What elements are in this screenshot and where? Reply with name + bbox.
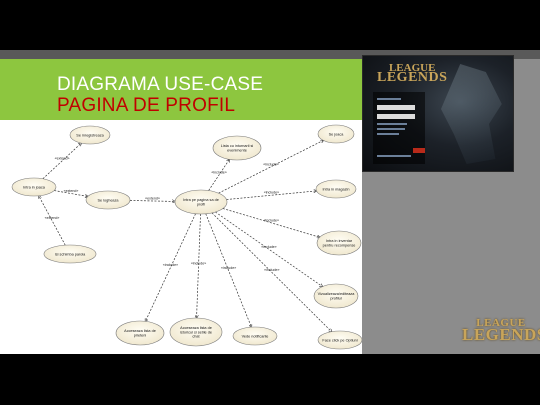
slide-title: DIAGRAMA USE-CASE bbox=[57, 74, 264, 95]
use-case-ellipse bbox=[313, 283, 359, 309]
use-case-ellipse bbox=[232, 326, 278, 346]
dependency-arrow bbox=[129, 200, 175, 201]
title-band bbox=[0, 59, 362, 120]
use-case-intra_joc: Intra in joaca bbox=[11, 177, 57, 197]
use-case-label: prieteni bbox=[134, 334, 147, 338]
use-case-label: chat bbox=[192, 335, 200, 339]
use-case-ellipse bbox=[316, 230, 362, 256]
use-case-ellipse bbox=[212, 135, 262, 161]
league-of-legends-logo: LEAGUE LEGENDS bbox=[462, 317, 540, 344]
stereotype-label: «include» bbox=[263, 162, 278, 166]
use-case-label: Intra in magazin bbox=[322, 187, 349, 191]
use-case-notificari: Vede notificarile bbox=[232, 326, 278, 346]
use-case-diagram: «extend» «extend» «extend» «extend» «include… bbox=[0, 120, 363, 354]
dependency-arrow bbox=[222, 208, 320, 237]
champion-artwork bbox=[441, 64, 502, 164]
use-case-label: pentru recompense bbox=[323, 244, 356, 248]
dependency-arrow bbox=[205, 213, 252, 327]
stereotype-label: «include» bbox=[261, 245, 276, 249]
dependency-arrow bbox=[197, 213, 201, 318]
use-case-ellipse bbox=[69, 125, 111, 145]
use-case-label: Intra in joaca bbox=[23, 185, 46, 189]
stereotype-label: «include» bbox=[191, 262, 206, 266]
use-case-ellipse bbox=[174, 189, 228, 215]
dependency-arrow bbox=[145, 213, 196, 322]
dependency-arrow bbox=[215, 211, 322, 287]
use-case-logheaza: Se logheaza bbox=[85, 190, 131, 210]
use-case-label: Se inregistreaza bbox=[76, 133, 104, 137]
stereotype-label: «extend» bbox=[64, 189, 79, 193]
use-case-label: Se logheaza bbox=[97, 198, 119, 202]
use-case-ellipse bbox=[11, 177, 57, 197]
top-divider bbox=[0, 50, 540, 59]
dependency-arrow bbox=[208, 159, 230, 191]
use-case-ellipse bbox=[317, 124, 355, 144]
use-case-label: Face click pe Optiuni bbox=[322, 338, 357, 342]
login-panel bbox=[373, 92, 425, 164]
use-case-label: Acceseaza lista de bbox=[180, 326, 212, 330]
username-field bbox=[377, 105, 415, 110]
stereotype-label: «extend» bbox=[55, 156, 70, 160]
stereotype-label: «include» bbox=[264, 268, 279, 272]
use-case-ellipse bbox=[315, 179, 357, 199]
use-case-diagram-svg: «extend» «extend» «extend» «extend» «include… bbox=[11, 124, 363, 350]
stereotype-label: «include» bbox=[264, 191, 279, 195]
stereotype-label: «include» bbox=[211, 170, 226, 174]
use-case-ellipse bbox=[85, 190, 131, 210]
use-case-label: Se joaca bbox=[329, 132, 345, 136]
login-button bbox=[413, 148, 425, 153]
dependency-arrow bbox=[42, 143, 81, 180]
use-case-label: Intra pe pagina sa de bbox=[183, 198, 219, 202]
game-logo: LEAGUE LEGENDS bbox=[377, 62, 448, 85]
use-case-optiuni: Face click pe Optiuni bbox=[317, 330, 363, 350]
use-case-label: Isi schimba parola bbox=[55, 252, 86, 256]
use-case-ellipse bbox=[43, 244, 97, 264]
use-case-label: evenimente bbox=[227, 149, 247, 153]
use-case-label: Lista cu inturnarii si bbox=[221, 144, 254, 148]
dependency-arrow bbox=[226, 191, 316, 200]
slide-subtitle: PAGINA DE PROFIL bbox=[57, 95, 236, 116]
game-login-screenshot: LEAGUE LEGENDS bbox=[362, 55, 514, 172]
dependency-arrow bbox=[39, 196, 66, 246]
stereotype-label: «extend» bbox=[145, 196, 160, 200]
password-field bbox=[377, 114, 415, 119]
stereotype-label: «include» bbox=[221, 266, 236, 270]
use-case-vizualizare: Se inregistreaza bbox=[69, 125, 111, 145]
dependency-arrow bbox=[211, 212, 332, 332]
use-case-label: Vede notificarile bbox=[242, 334, 269, 338]
stereotype-label: «include» bbox=[163, 263, 178, 267]
use-case-label: profilul bbox=[330, 297, 341, 301]
use-case-ellipse bbox=[169, 317, 223, 347]
use-case-label: Vizualizeaza/editeaza bbox=[318, 292, 356, 296]
use-case-label: Intra in inventar bbox=[326, 239, 353, 243]
use-case-label: istoricul si setile de bbox=[180, 330, 212, 334]
stereotype-label: «extend» bbox=[45, 216, 60, 220]
use-case-magazin: Intra in magazin bbox=[315, 179, 357, 199]
use-case-label: profil bbox=[197, 203, 205, 207]
use-case-joaca: Se joaca bbox=[317, 124, 355, 144]
use-case-label: Acceseaza lista de bbox=[124, 329, 156, 333]
use-case-ellipse bbox=[115, 320, 165, 346]
use-case-schimba: Isi schimba parola bbox=[43, 244, 97, 264]
dependency-arrow bbox=[54, 190, 88, 197]
stereotype-label: «include» bbox=[264, 218, 279, 222]
